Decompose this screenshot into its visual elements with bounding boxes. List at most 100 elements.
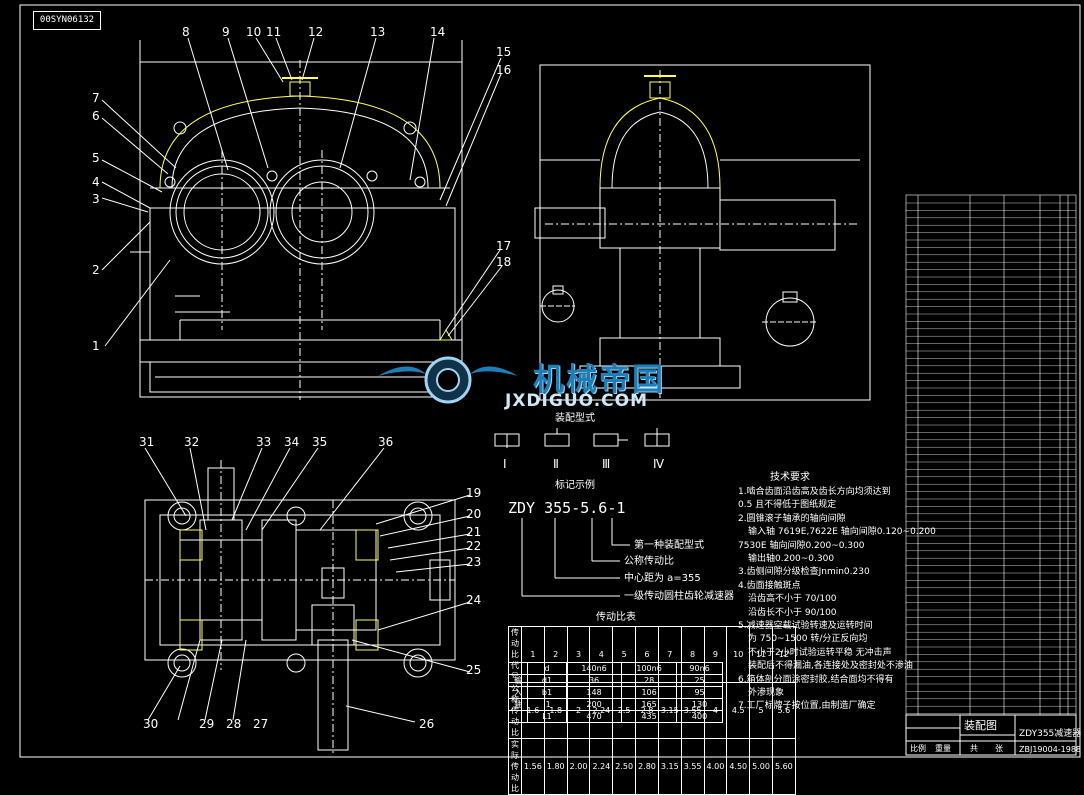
ratio-cell: 2.00 (566, 738, 591, 795)
parts-list-rows (906, 202, 1076, 714)
callout-9: 9 (222, 25, 230, 39)
tech-req-item: 不小于2小时试验运转平稳 无冲击声 (748, 647, 892, 658)
dim-cell: 140n6 (565, 662, 623, 675)
ratio-cell: 4.50 (726, 738, 751, 795)
callout-17: 17 (496, 239, 512, 253)
dim-group-cell (508, 710, 528, 723)
callout-3: 3 (92, 192, 100, 206)
top-section-view (144, 447, 471, 755)
ratio-cell: 3.15 (657, 738, 682, 795)
assembly-type-label-4: Ⅳ (653, 457, 665, 471)
watermark-emblem (378, 356, 518, 404)
callout-13: 13 (370, 25, 386, 39)
dim-cell: 435 (621, 710, 678, 723)
assembly-drawing-svg (19, 4, 1081, 758)
tech-req-title: 技术要求 (770, 472, 810, 483)
callout-18: 18 (496, 255, 512, 269)
callout-30: 30 (143, 717, 159, 731)
tech-req-item: 沿齿高不小于 70/100 (748, 594, 837, 605)
dim-cell: 36 (565, 674, 623, 687)
tech-req-item: 5.减速器空载试验转速及运转时间 (738, 621, 873, 631)
ratio-cell: 2.50 (612, 738, 637, 795)
callout-5: 5 (92, 151, 100, 165)
drawing-name: 装配图 (964, 719, 997, 732)
dim-header-cell: l1 (527, 698, 567, 711)
dim-group-cell (508, 662, 528, 675)
assembly-type-label-1: Ⅰ (503, 457, 507, 471)
callout-28: 28 (226, 717, 242, 731)
title-sheet-label: 张 (995, 744, 1003, 753)
callout-7: 7 (92, 91, 100, 105)
callout-24: 24 (466, 593, 482, 607)
assembly-types-title: 装配型式 (555, 413, 595, 424)
dim-cell: 165 (621, 698, 678, 711)
callout-4: 4 (92, 175, 100, 189)
dim-cell: 100n6 (621, 662, 678, 675)
dim-header-cell: d (527, 662, 567, 675)
callout-2: 2 (92, 263, 100, 277)
ratio-cell: 1.80 (543, 738, 568, 795)
tech-req-item: 输入轴 7619E,7622E 轴向间隙0.120~0.200 (748, 527, 936, 538)
assembly-type-icons (494, 428, 670, 448)
callout-11: 11 (266, 25, 282, 39)
watermark-cn: 机械帝国 (533, 362, 665, 398)
side-view (534, 64, 871, 401)
callout-21: 21 (466, 525, 482, 539)
callout-36: 36 (378, 435, 394, 449)
callout-22: 22 (466, 539, 482, 553)
front-view (101, 37, 503, 400)
dim-cell: 28 (621, 674, 678, 687)
callout-31: 31 (139, 435, 155, 449)
callout-12: 12 (308, 25, 324, 39)
ratio-cell: 3.55 (680, 738, 705, 795)
drawing-tag: 00SYN06132 (33, 11, 101, 30)
callout-35: 35 (312, 435, 328, 449)
dim-cell: 148 (565, 686, 623, 699)
callout-26: 26 (419, 717, 435, 731)
ratio-cell: 4.00 (703, 738, 728, 795)
watermark-logo: 机械帝国 JXDIGUO.COM (405, 346, 695, 416)
dim-group-cell: 入 (508, 686, 528, 699)
ratio-cell: 2.80 (635, 738, 659, 795)
callout-14: 14 (430, 25, 446, 39)
title-total-label: 共 (970, 744, 978, 753)
ratio-cell: 1.56 (521, 738, 545, 795)
title-weight-label: 重量 (935, 744, 951, 753)
dim-group-cell: 轴 (508, 698, 528, 711)
ratio-cell: 2.24 (589, 738, 614, 795)
callout-8: 8 (182, 25, 190, 39)
parts-list-grid (905, 194, 1077, 716)
callout-16: 16 (496, 63, 512, 77)
dim-header-cell: b1 (527, 686, 567, 699)
tech-req-item: 沿齿长不小于 90/100 (748, 607, 837, 618)
callout-1: 1 (92, 339, 100, 353)
dim-cell: 90n6 (676, 662, 723, 675)
tech-req-item: 3.齿侧间隙分级检查Jnmin0.230 (738, 567, 870, 578)
tech-req-item: 7530E 轴向间隙0.200~0.300 (738, 540, 865, 551)
tech-req-item: 6.箱体剖分面涂密封胶,结合面均不得有 (738, 674, 894, 685)
ratio-cell: 5.60 (771, 738, 796, 795)
tech-req-item: 输出轴0.200~0.300 (748, 554, 835, 564)
marking-example-title: 标记示例 (555, 480, 595, 491)
ratio-cell: 实际传动比 (508, 738, 522, 795)
dim-cell: 200 (565, 698, 623, 711)
assembly-type-label-3: Ⅲ (602, 457, 611, 471)
title-scale-label: 比例 (910, 744, 926, 753)
tech-req-item: 外渗现象 (748, 688, 785, 698)
callout-29: 29 (199, 717, 215, 731)
tech-req-item: 装配后不得漏油,各连接处及密封处不渗油 (748, 661, 913, 672)
dim-group-cell: 输 (508, 674, 528, 687)
marking-note-1: 第一种装配型式 (634, 540, 704, 551)
callout-19: 19 (466, 486, 482, 500)
callout-25: 25 (466, 663, 482, 677)
callout-34: 34 (284, 435, 300, 449)
assembly-type-label-2: Ⅱ (553, 457, 559, 471)
dim-cell: 25 (676, 674, 723, 687)
callout-20: 20 (466, 507, 482, 521)
dim-cell: 400 (676, 710, 723, 723)
callout-33: 33 (256, 435, 272, 449)
